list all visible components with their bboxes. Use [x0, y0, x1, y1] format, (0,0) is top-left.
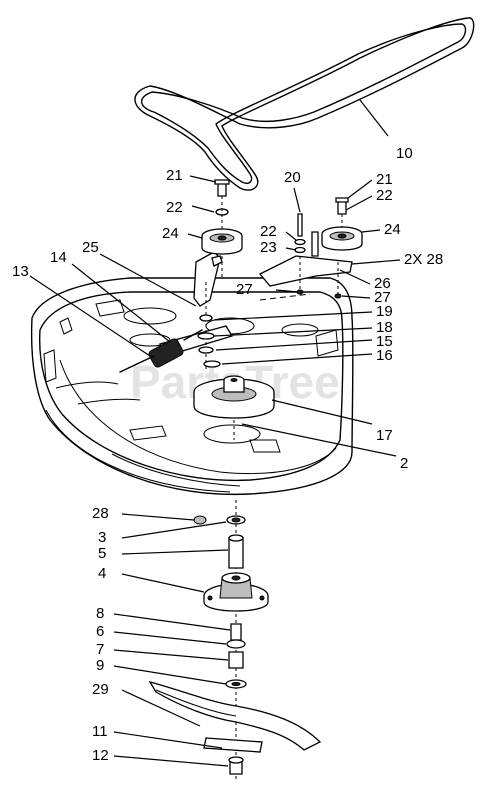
callout-11: 11 [92, 723, 108, 740]
callout-5: 5 [98, 545, 106, 562]
callout-9: 9 [96, 657, 104, 674]
idler-spring [119, 329, 203, 373]
callout-8: 8 [96, 605, 104, 622]
callout-18: 18 [376, 319, 393, 336]
nut [193, 515, 207, 525]
drive-belt [134, 17, 475, 191]
callout-4: 4 [98, 565, 106, 582]
callout-10: 10 [396, 145, 413, 162]
callout-13: 13 [12, 263, 29, 280]
right-idler-pulley [258, 197, 363, 301]
callout-28: 28 [92, 505, 109, 522]
callout-3: 3 [98, 529, 106, 546]
callout-12: 12 [92, 747, 109, 764]
spindle-assembly [148, 500, 322, 780]
callout-15: 15 [376, 333, 393, 350]
callout-2: 2 [400, 455, 408, 472]
callout-26: 26 [374, 275, 391, 292]
leader-lines [29, 99, 401, 767]
callout-27: 27 [236, 281, 253, 298]
callout-labels: 10 21 22 24 20 21 22 22 23 24 2X 28 25 1… [12, 145, 443, 764]
callout-25: 25 [82, 239, 99, 256]
callout-27: 27 [374, 289, 391, 306]
callout-6: 6 [96, 623, 104, 640]
callout-24: 24 [162, 225, 179, 242]
callout-17: 17 [376, 427, 393, 444]
callout-14: 14 [50, 249, 67, 266]
callout-16: 16 [376, 347, 393, 364]
callout-21: 21 [166, 167, 183, 184]
callout-2x-28: 2X 28 [404, 251, 443, 268]
callout-29: 29 [92, 681, 109, 698]
callout-22: 22 [166, 199, 183, 216]
callout-24: 24 [384, 221, 401, 238]
callout-23: 23 [260, 239, 277, 256]
spindle-pulley [193, 282, 275, 440]
callout-22: 22 [260, 223, 277, 240]
callout-19: 19 [376, 303, 393, 320]
left-idler-pulley [201, 179, 243, 280]
callout-20: 20 [284, 169, 301, 186]
callout-22: 22 [376, 187, 393, 204]
callout-21: 21 [376, 171, 393, 188]
callout-7: 7 [96, 641, 104, 658]
